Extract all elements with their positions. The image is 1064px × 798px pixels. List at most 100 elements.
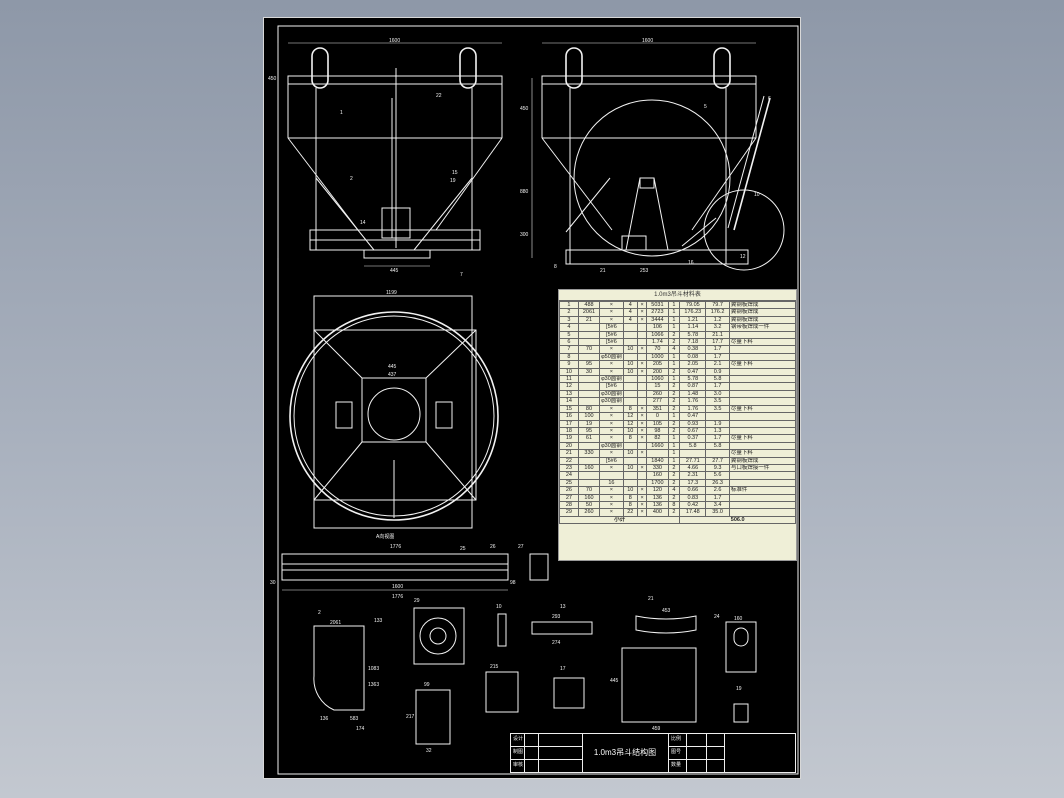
dim-bottom-width: 445 [390, 268, 399, 274]
bom-cell [577, 456, 601, 465]
bom-cell: 0 [646, 412, 669, 421]
bom-cell: 70 [577, 486, 601, 495]
bom-cell: 1.9 [705, 419, 730, 428]
bom-cell: 120 [646, 486, 669, 495]
bom-cell: 79.7 [705, 300, 730, 310]
bom-cell: 23 [559, 463, 579, 473]
bom-cell: × [636, 449, 648, 458]
bom-cell: 26 [559, 486, 579, 495]
bom-cell: 2 [559, 308, 579, 317]
bom-cell: 25 [559, 478, 579, 488]
bom-cell: × [599, 345, 624, 354]
bom-cell [728, 508, 796, 517]
bom-cell: 1.76 [679, 397, 707, 406]
bom-cell: 钢带板焊成一件 [728, 323, 796, 332]
bom-cell: 10 [622, 426, 638, 436]
bom-cell: × [599, 360, 624, 369]
bom-cell: 3.2 [705, 323, 730, 332]
bom-cell: 488 [577, 300, 601, 310]
bom-cell: 2 [667, 493, 681, 502]
bom-cell: 2 [667, 382, 681, 391]
bom-cell: 0.66 [679, 486, 707, 495]
bom-cell: 100 [577, 412, 601, 421]
bom-cell: 0.93 [679, 419, 707, 428]
bom-cell: 98 [646, 426, 669, 436]
dim-top-width: 1199 [386, 290, 397, 296]
bom-cell: 70 [646, 345, 669, 354]
bom-cell: 8 [559, 352, 579, 362]
bom-cell [728, 493, 796, 502]
bom-cell [728, 375, 796, 384]
bom-cell: 22 [622, 508, 638, 517]
bom-cell: 1000 [646, 352, 669, 362]
bom-cell: × [636, 404, 648, 414]
label-p17: 17 [560, 666, 566, 672]
title-block: 设计 制图 审核 比例 图号 数量 1.0m3吊斗结构图 [510, 733, 796, 773]
bom-cell: 80 [577, 404, 601, 414]
bom-cell: 24 [559, 471, 579, 480]
dim-part-b2: 274 [552, 640, 561, 646]
bom-cell: × [636, 508, 648, 517]
bom-cell [728, 412, 796, 421]
bom-cell: 2061 [577, 308, 601, 317]
bom-cell: 22 [559, 456, 579, 465]
bom-cell [622, 471, 638, 480]
label-p2: 2 [350, 176, 353, 182]
bom-cell: 1066 [646, 330, 669, 340]
bom-total-label: 小计 [559, 515, 681, 525]
bom-cell: 2 [667, 463, 681, 473]
bom-cell: 2 [667, 478, 681, 488]
bom-cell: 5.78 [679, 375, 707, 384]
bom-cell: 1 [559, 300, 579, 310]
bom-cell: × [636, 419, 648, 428]
bom-cell: × [636, 360, 648, 369]
dim-part-a6: 174 [356, 726, 365, 732]
tb-draw: 制图 [513, 749, 524, 755]
label-p15: 15 [452, 170, 458, 176]
bom-cell: 1.7 [705, 434, 730, 443]
dim-part-a3: 1363 [368, 682, 379, 688]
label-p14: 14 [360, 220, 366, 226]
bom-cell [636, 456, 648, 465]
bom-cell: × [599, 463, 624, 473]
bom-cell: 14 [559, 397, 579, 406]
bom-cell: 330 [646, 463, 669, 473]
bom-cell [636, 338, 648, 347]
bom-cell: 1 [667, 456, 681, 465]
bom-cell: 160 [646, 471, 669, 480]
bom-cell: 1 [667, 449, 681, 458]
bom-cell: 21.1 [705, 330, 730, 340]
bom-cell [728, 330, 796, 340]
bom-cell: 1 [667, 308, 681, 317]
dim-part-c2: 459 [652, 726, 661, 732]
bom-cell: 2.1 [705, 360, 730, 369]
bom-cell: 79.05 [679, 300, 707, 310]
bom-cell: 5.8 [705, 375, 730, 384]
label-p24: 24 [714, 614, 720, 620]
dim-top-inner2: 437 [388, 372, 397, 378]
bom-cell: 尽量下料 [728, 360, 796, 369]
bom-cell: 5.8 [679, 441, 707, 451]
bom-cell [728, 500, 796, 510]
dim-part-a5: 583 [350, 716, 359, 722]
bom-cell: 尽量下料 [728, 434, 796, 443]
bom-cell [622, 330, 638, 340]
bom-cell: × [599, 500, 624, 510]
bom-cell: 0.38 [679, 345, 707, 354]
bom-cell: 1.3 [705, 426, 730, 436]
tb-drawing-no: 图号 [671, 749, 682, 755]
bom-cell: 4.66 [679, 463, 707, 473]
bom-cell: 1840 [646, 456, 669, 465]
bom-cell: × [636, 463, 648, 473]
bom-cell: 3 [559, 315, 579, 325]
bom-cell [728, 389, 796, 399]
